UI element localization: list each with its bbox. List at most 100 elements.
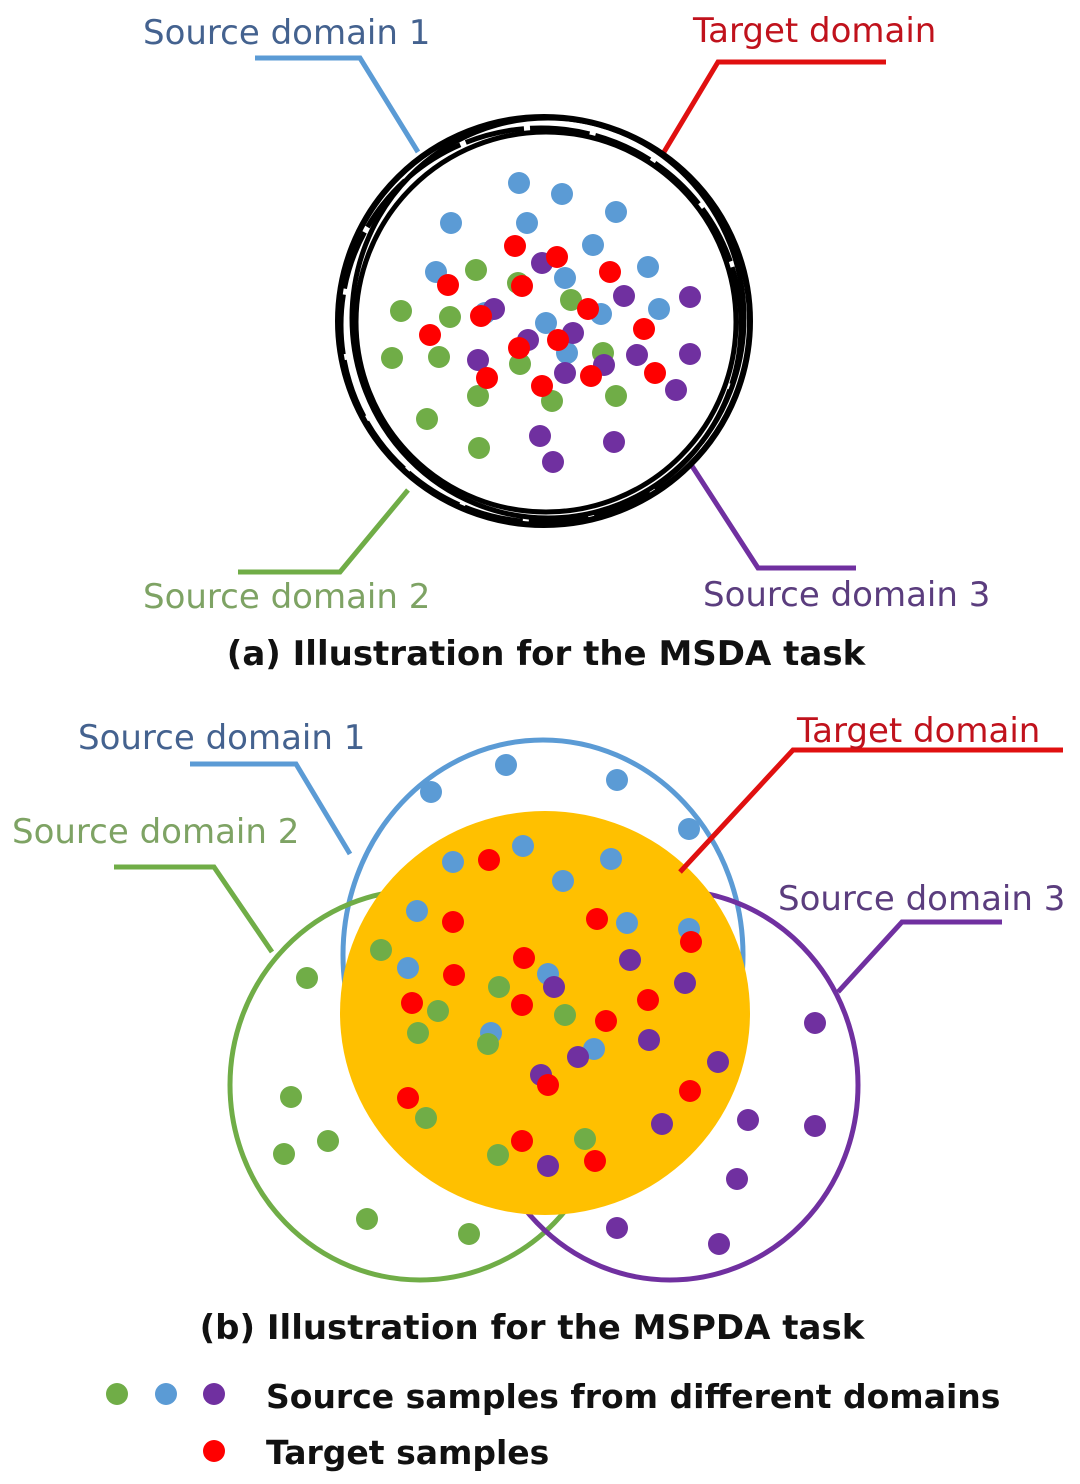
source-sample-dot xyxy=(554,362,576,384)
source-sample-dot xyxy=(442,851,464,873)
source-sample-dot xyxy=(678,818,700,840)
label-target-domain-b: Target domain xyxy=(796,711,1040,751)
domain-circle xyxy=(353,129,739,515)
source-sample-dot xyxy=(737,1109,759,1131)
leader-line-source3-b xyxy=(836,919,1002,994)
source-sample-dot xyxy=(537,1155,559,1177)
source-sample-dot xyxy=(370,939,392,961)
legend-source-samples-label: Source samples from different domains xyxy=(266,1377,1000,1416)
domain-circle xyxy=(338,125,744,525)
legend-target-dot xyxy=(203,1440,225,1462)
target-sample-dot xyxy=(546,246,568,268)
source-sample-dot xyxy=(397,957,419,979)
target-sample-dot xyxy=(401,992,423,1014)
target-sample-dot xyxy=(397,1087,419,1109)
target-sample-dot xyxy=(504,235,526,257)
source-sample-dot xyxy=(560,289,582,311)
target-sample-dot xyxy=(586,908,608,930)
leader-line-target-a xyxy=(661,59,886,154)
source-sample-dot xyxy=(428,346,450,368)
target-sample-dot xyxy=(511,994,533,1016)
source-sample-dot xyxy=(665,379,687,401)
target-sample-dot xyxy=(644,362,666,384)
source-sample-dot xyxy=(406,900,428,922)
msda-domain-circles xyxy=(335,114,753,528)
source-sample-dot xyxy=(616,912,638,934)
source-sample-dot xyxy=(638,1029,660,1051)
source-sample-dot xyxy=(488,976,510,998)
target-sample-dot xyxy=(442,911,464,933)
source-sample-dot xyxy=(427,1000,449,1022)
source-sample-dot xyxy=(465,259,487,281)
leader-line-target-b xyxy=(678,747,1063,874)
label-source-domain-3-a: Source domain 3 xyxy=(703,575,990,615)
leader-line-source1-b xyxy=(190,761,353,856)
target-sample-dot xyxy=(547,329,569,351)
leader-line-source3-a xyxy=(689,464,856,571)
legend: Source samples from different domains Ta… xyxy=(106,1377,1000,1472)
source-sample-dot xyxy=(415,1107,437,1129)
source-sample-dot xyxy=(317,1130,339,1152)
label-source-domain-2-a: Source domain 2 xyxy=(143,577,430,617)
target-sample-dot xyxy=(679,1080,701,1102)
source-sample-dot xyxy=(407,1022,429,1044)
source-sample-dot xyxy=(440,212,462,234)
source-sample-dot xyxy=(551,183,573,205)
source-sample-dot xyxy=(600,848,622,870)
source-sample-dot xyxy=(458,1223,480,1245)
source-sample-dot xyxy=(356,1208,378,1230)
target-sample-dot xyxy=(595,1010,617,1032)
source-sample-dot xyxy=(495,754,517,776)
target-sample-dot xyxy=(580,365,602,387)
source-sample-dot xyxy=(804,1012,826,1034)
source-sample-dot xyxy=(554,267,576,289)
source-sample-dot xyxy=(605,201,627,223)
target-sample-dot xyxy=(511,1130,533,1152)
caption-a: (a) Illustration for the MSDA task xyxy=(227,634,867,674)
source-sample-dot xyxy=(280,1086,302,1108)
source-sample-dot xyxy=(606,1217,628,1239)
target-sample-dot xyxy=(537,1074,559,1096)
source-sample-dot xyxy=(554,1004,576,1026)
source-sample-dot xyxy=(467,349,489,371)
source-sample-dot xyxy=(516,212,538,234)
label-source-domain-1-b: Source domain 1 xyxy=(78,718,365,758)
target-sample-dot xyxy=(443,964,465,986)
domain-circle xyxy=(349,115,747,521)
target-sample-dot xyxy=(633,318,655,340)
source-sample-dot xyxy=(552,870,574,892)
source-sample-dot xyxy=(574,1128,596,1150)
source-sample-dot xyxy=(613,285,635,307)
source-sample-dot xyxy=(420,781,442,803)
source-sample-dot xyxy=(273,1143,295,1165)
source-sample-dot xyxy=(626,344,648,366)
legend-source1-dot xyxy=(155,1383,177,1405)
source-sample-dot xyxy=(543,976,565,998)
target-sample-dot xyxy=(478,849,500,871)
target-sample-dot xyxy=(637,989,659,1011)
source-sample-dot xyxy=(679,343,701,365)
source-sample-dot xyxy=(508,172,530,194)
source-sample-dot xyxy=(381,347,403,369)
source-sample-dot xyxy=(467,385,489,407)
label-target-domain-a: Target domain xyxy=(692,11,936,51)
source-sample-dot xyxy=(708,1233,730,1255)
leader-line-source2-b xyxy=(114,864,275,954)
panel-b-samples xyxy=(273,754,826,1255)
leader-line-source1-a xyxy=(255,55,421,154)
panel-a-samples xyxy=(381,172,701,473)
legend-source3-dot xyxy=(203,1383,225,1405)
source-sample-dot xyxy=(509,353,531,375)
source-sample-dot xyxy=(477,1033,499,1055)
target-sample-dot xyxy=(437,274,459,296)
source-sample-dot xyxy=(804,1115,826,1137)
source-sample-dot xyxy=(606,769,628,791)
legend-source2-dot xyxy=(106,1383,128,1405)
source-sample-dot xyxy=(679,286,701,308)
target-domain-region xyxy=(340,811,750,1215)
target-sample-dot xyxy=(577,298,599,320)
source-sample-dot xyxy=(582,234,604,256)
label-source-domain-2-b: Source domain 2 xyxy=(12,812,299,852)
target-sample-dot xyxy=(584,1150,606,1172)
